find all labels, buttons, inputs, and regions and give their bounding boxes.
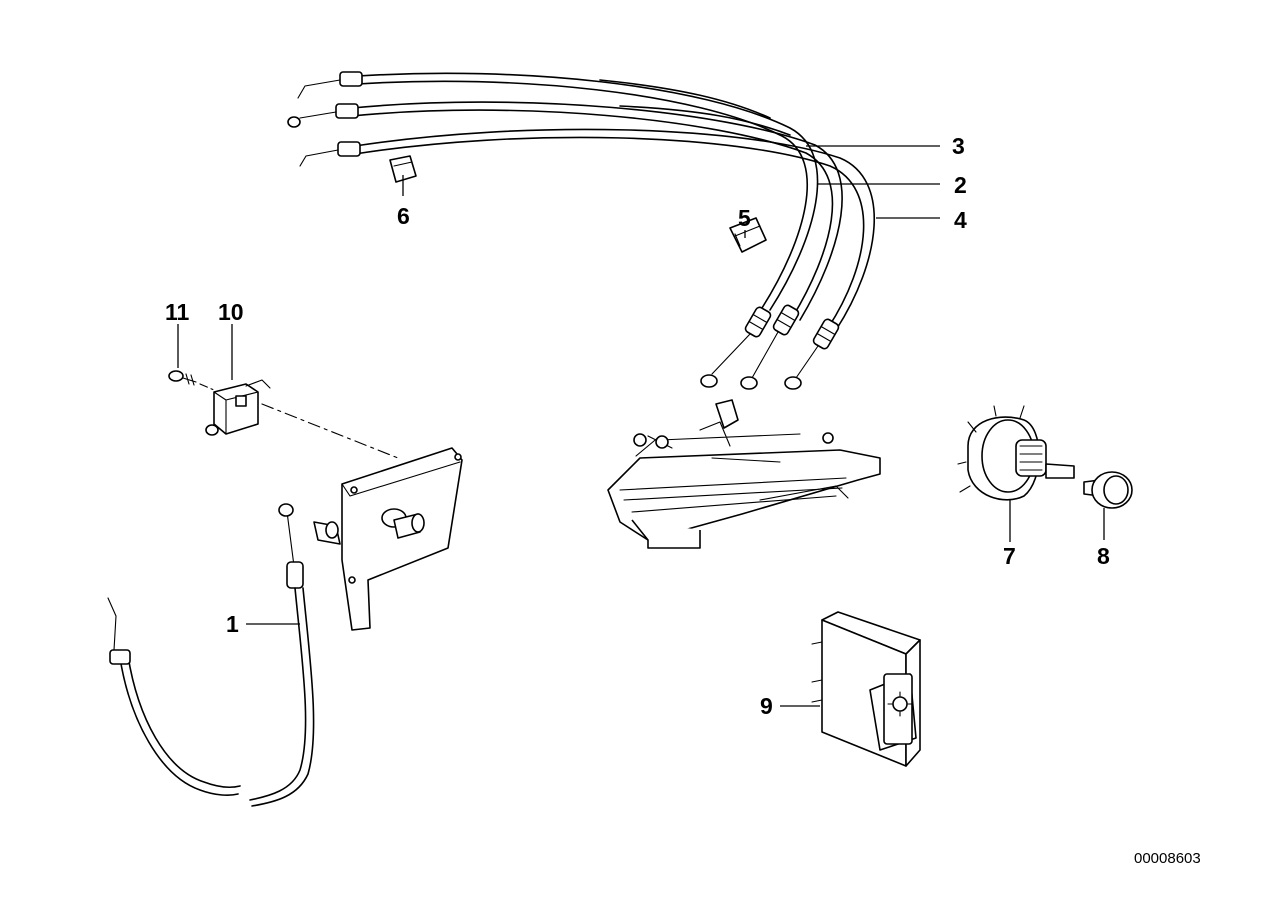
clip-6 <box>389 155 417 183</box>
cable-bundle-3-2-4 <box>287 71 876 390</box>
callout-1: 1 <box>226 611 239 637</box>
rotary-switch-7 <box>957 405 1075 501</box>
callout-3: 3 <box>952 133 965 159</box>
knob-8 <box>1083 471 1133 509</box>
callout-5: 5 <box>738 205 751 231</box>
callout-6: 6 <box>397 203 410 229</box>
callout-8: 8 <box>1097 543 1110 569</box>
clip-5 <box>729 217 767 253</box>
callout-7: 7 <box>1003 543 1016 569</box>
callout-2: 2 <box>954 172 967 198</box>
callout-10: 10 <box>218 299 244 325</box>
callout-4: 4 <box>954 207 967 233</box>
mounting-plate <box>313 447 463 631</box>
screw-11 <box>168 370 197 386</box>
callout-11: 11 <box>165 299 190 325</box>
micro-switch-10 <box>205 379 271 436</box>
leader-lines <box>177 145 1105 707</box>
control-unit <box>607 399 881 549</box>
cable-1 <box>107 503 315 807</box>
callout-9: 9 <box>760 693 773 719</box>
switch-9 <box>811 611 921 767</box>
document-number: 00008603 <box>1134 850 1201 867</box>
